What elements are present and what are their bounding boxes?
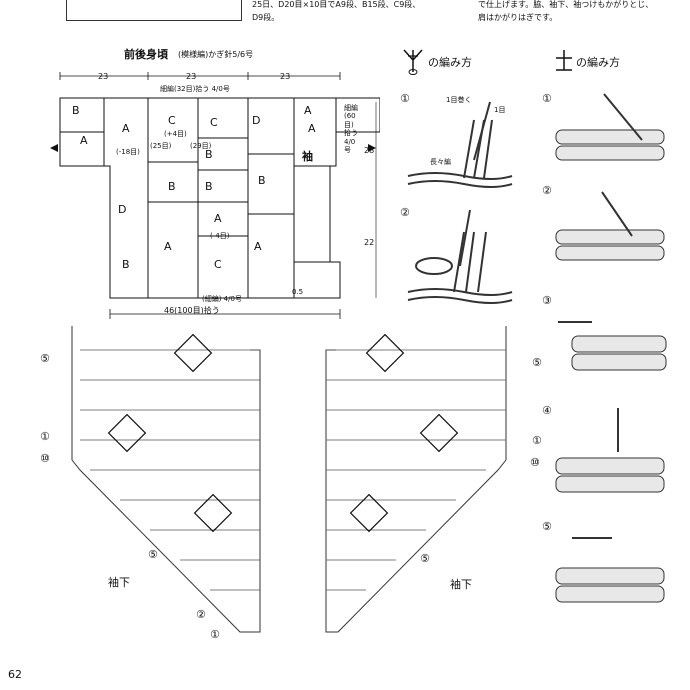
row-note: (25目): [150, 142, 172, 150]
single-crochet-illustration-4: [555, 408, 665, 493]
motif-label: D: [252, 114, 261, 127]
row-note: (-4目): [210, 232, 230, 240]
motif-label: A: [122, 122, 130, 135]
row-note: (29目): [190, 142, 212, 150]
left-sleeve-label: 袖下: [108, 576, 130, 589]
page-number: 62: [8, 668, 22, 681]
row-note: (-18目): [116, 148, 140, 156]
knit2-step: ④: [542, 404, 552, 417]
knit2-step: ⑤: [542, 520, 552, 533]
bottom-small: 0.5: [292, 288, 304, 296]
body-diagram: [50, 72, 380, 319]
single-crochet-illustration-2: [555, 191, 665, 261]
marker: ⑤: [420, 552, 430, 565]
header-text-left: 25日、D20目×10目でA9段、B15段、C9段、: [252, 0, 421, 9]
motif-label: B: [205, 180, 213, 193]
motif-label: C: [214, 258, 222, 271]
body-title: 前後身頃: [124, 48, 168, 61]
motif-label: A: [254, 240, 262, 253]
right-sleeve-label: 袖下: [450, 578, 472, 591]
motif-label: A: [308, 122, 316, 135]
knit2-step: ①: [542, 92, 552, 105]
single-crochet-illustration-1: [555, 93, 665, 161]
knit2-step: ③: [542, 294, 552, 307]
header-text-right: で仕上げます。脇、袖下、袖つけもかがりとじ、: [478, 0, 654, 9]
marker: ①: [40, 430, 50, 443]
knit1-note: 1目: [494, 106, 506, 114]
motif-label: A: [80, 134, 88, 147]
top-box: [66, 0, 242, 21]
marker: ⑤: [40, 352, 50, 365]
crochet-illustration-1: [407, 101, 513, 188]
dim-22: 22: [364, 238, 375, 247]
marker: ⑤: [532, 356, 542, 369]
knit1-title: の編み方: [428, 56, 472, 69]
knit1-step: ②: [400, 206, 410, 219]
sleeve-label: 袖: [302, 150, 313, 163]
motif-label: B: [205, 148, 213, 161]
dim-top-3: 23: [280, 72, 291, 81]
bottom-width: 46(100目)拾う: [164, 306, 220, 315]
marker: ⑩: [530, 456, 540, 469]
motif-label: B: [168, 180, 176, 193]
right-note: 細編(60目)拾う 4/0号: [344, 104, 358, 154]
knit2-title: の編み方: [576, 56, 620, 69]
marker: ①: [532, 434, 542, 447]
row-note: (+4目): [164, 130, 187, 138]
knit1-note: 長々編: [430, 158, 451, 166]
motif-label: A: [164, 240, 172, 253]
marker: ⑩: [40, 452, 50, 465]
marker: ⑤: [148, 548, 158, 561]
dim-top-1: 23: [98, 72, 109, 81]
stitch-symbol-icon: [403, 49, 423, 75]
knit1-note: 1目巻く: [446, 96, 472, 104]
marker: ②: [196, 608, 206, 621]
motif-label: B: [72, 104, 80, 117]
motif-label: D: [118, 203, 127, 216]
motif-label: B: [122, 258, 130, 271]
body-subtitle: (模様編)かぎ針5/6号: [178, 50, 254, 59]
header-text-left-2: D9段。: [252, 13, 280, 22]
motif-label: A: [214, 212, 222, 225]
stitch-symbol-icon: [556, 50, 572, 71]
left-sleeve-chart: [71, 326, 261, 633]
marker: ①: [210, 628, 220, 641]
crochet-illustration-2: [407, 209, 513, 304]
dim-top-2: 23: [186, 72, 197, 81]
header-text-right-2: 肩はかがりはぎです。: [478, 13, 558, 22]
knit1-step: ①: [400, 92, 410, 105]
motif-label: C: [168, 114, 176, 127]
knit2-step: ②: [542, 184, 552, 197]
single-crochet-illustration-3: [558, 321, 667, 371]
motif-label: C: [210, 116, 218, 129]
motif-label: A: [304, 104, 312, 117]
dim-28: 28: [364, 146, 375, 155]
top-note: 細編(32目)拾う 4/0号: [160, 85, 230, 93]
bottom-note: (細編) 4/0号: [202, 295, 242, 303]
right-sleeve-chart: [325, 326, 507, 633]
single-crochet-illustration-5: [555, 537, 665, 603]
motif-label: B: [258, 174, 266, 187]
